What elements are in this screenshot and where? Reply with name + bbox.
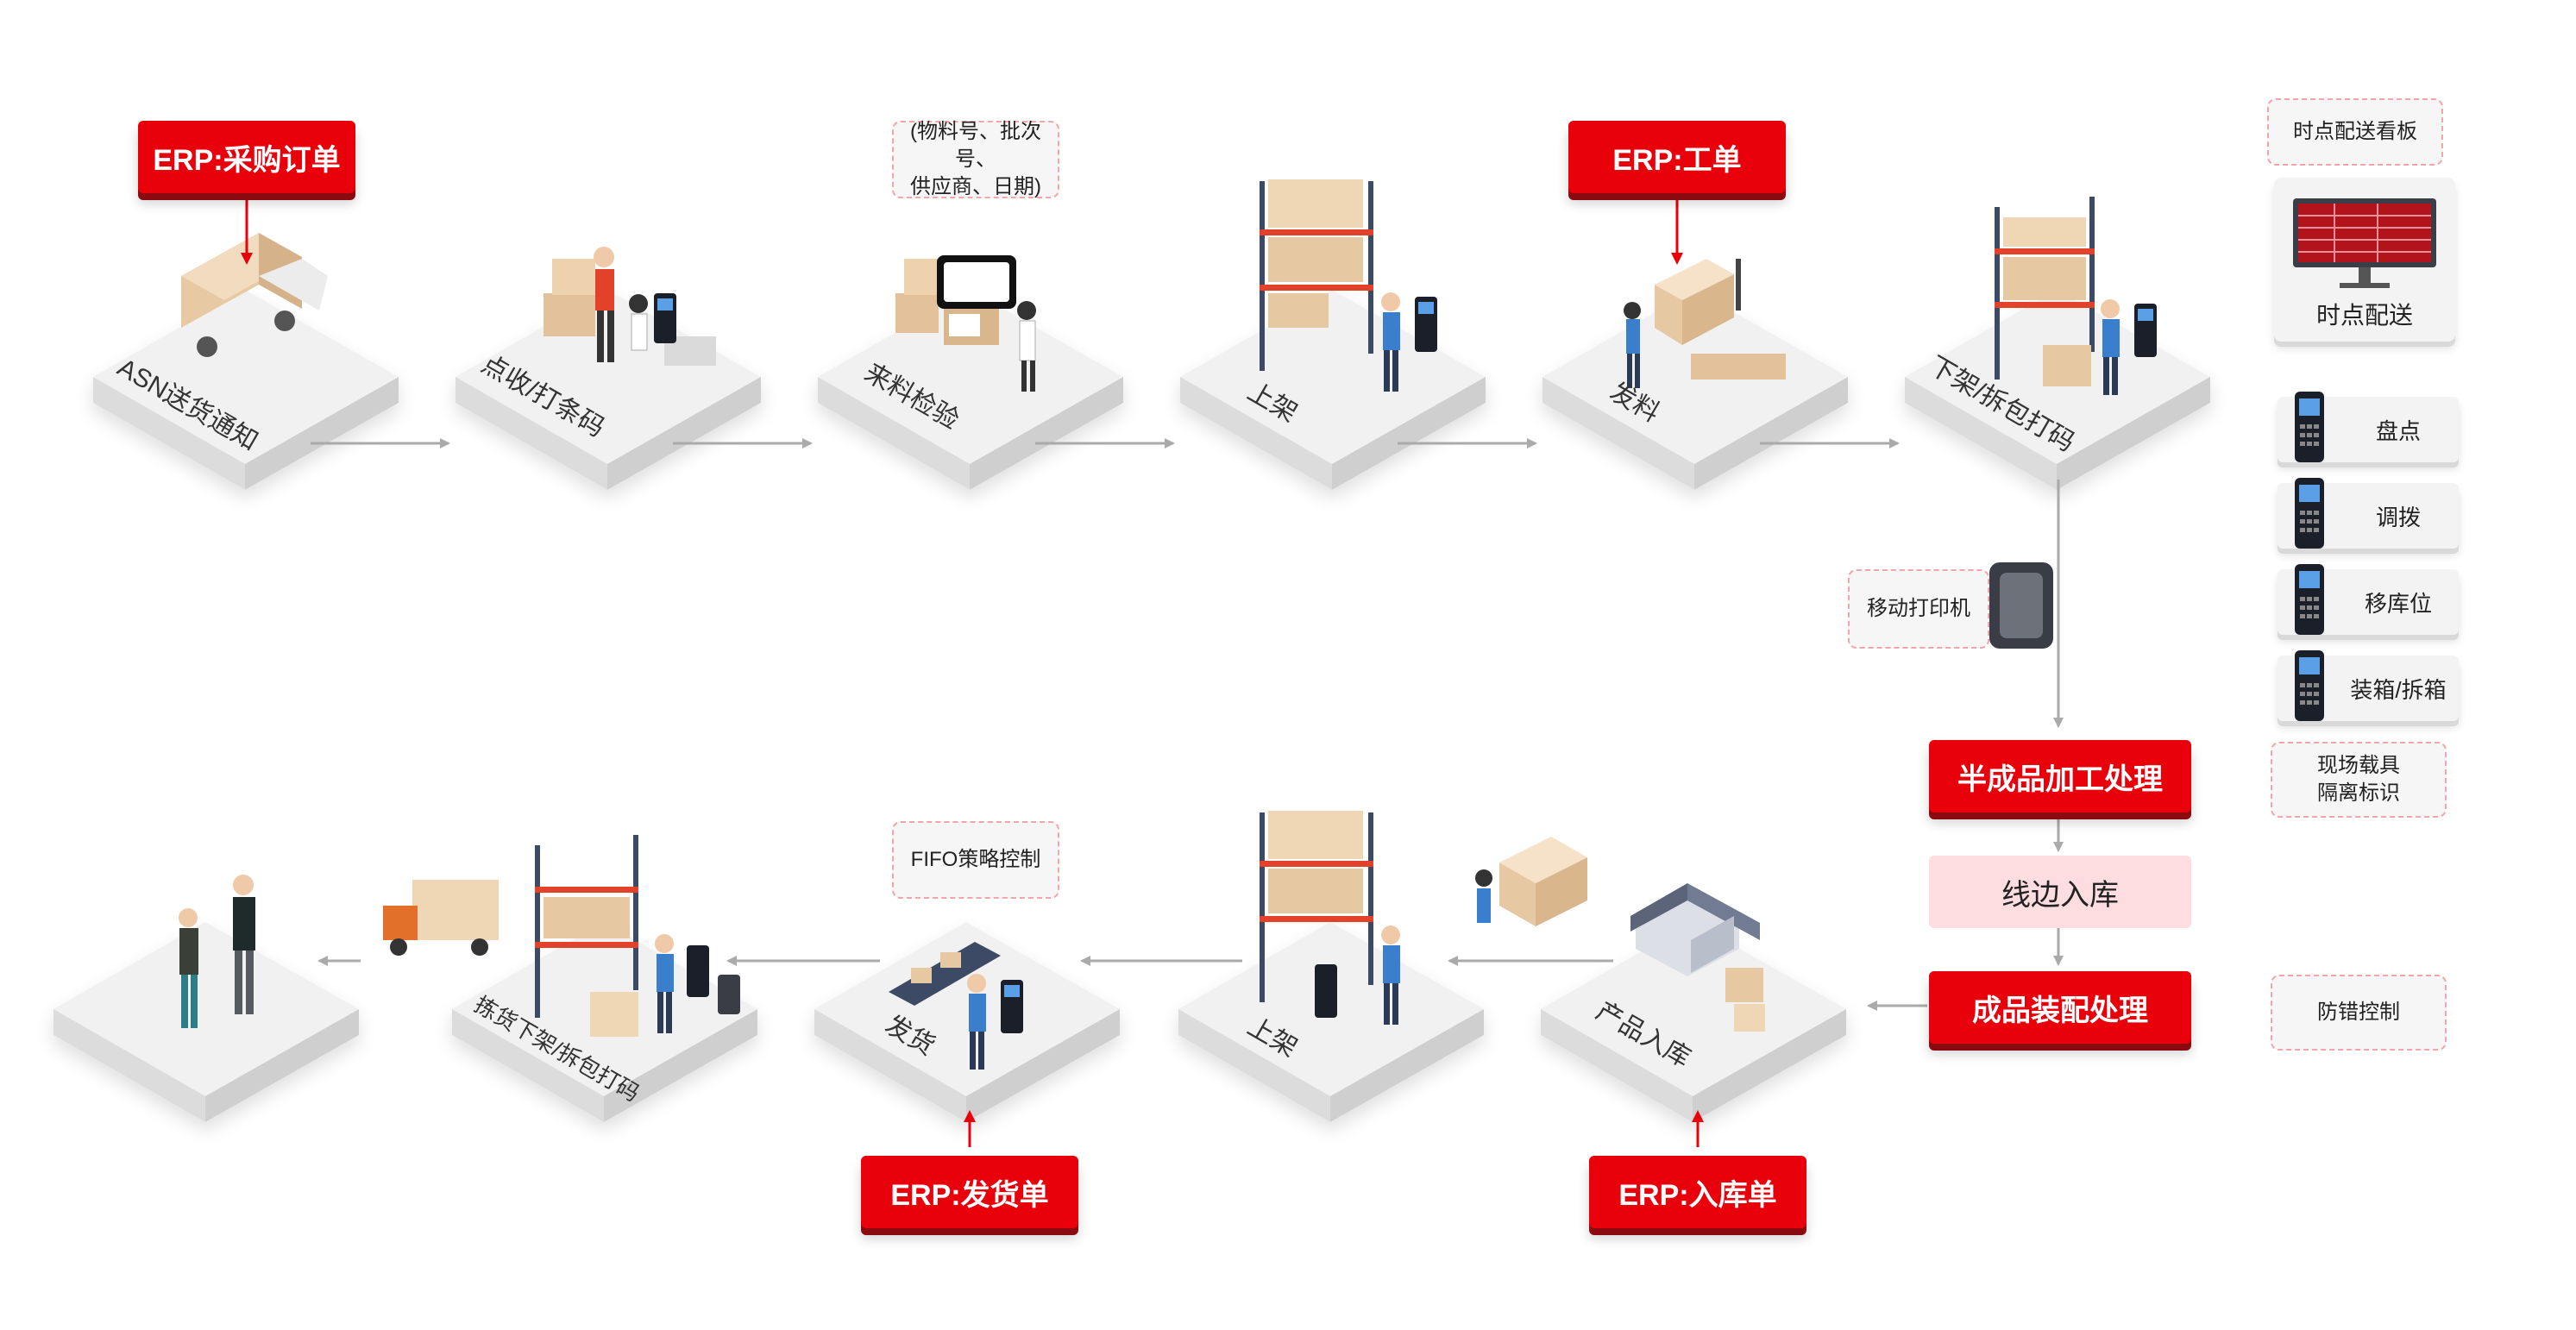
tool-label: 装箱/拆箱 — [2350, 676, 2447, 703]
note-carrier: 现场载具 隔离标识 — [2271, 742, 2447, 818]
erp-inbound-order: ERP:入库单 — [1589, 1156, 1806, 1228]
illustrations — [179, 179, 2157, 1070]
platform-handshake — [53, 922, 359, 1122]
tool-transfer: 调拨 — [2278, 478, 2459, 549]
handheld-scanner-icon — [2295, 478, 2324, 549]
platform-receive — [456, 290, 761, 490]
issue-illustration — [1624, 259, 1786, 388]
handheld-scanner-icon — [2295, 650, 2324, 721]
unpack-illustration — [1995, 197, 2157, 395]
platforms-top — [93, 290, 2210, 490]
handheld-scanner-icon — [2295, 392, 2324, 462]
note-error-proof: 防错控制 — [2271, 975, 2447, 1051]
inspect-illustration — [895, 255, 1036, 392]
erp-delivery-order: ERP:发货单 — [861, 1156, 1078, 1228]
erp-purchase-order: ERP:采购订单 — [138, 121, 355, 193]
shelf-illustration-top — [1260, 179, 1437, 392]
handheld-scanner-icon — [2295, 564, 2324, 635]
platform-shelve-top — [1180, 290, 1486, 490]
note-fifo: FIFO策略控制 — [892, 821, 1059, 899]
platform-asn — [93, 290, 399, 490]
tool-relocate: 移库位 — [2278, 564, 2459, 635]
platforms-bottom — [53, 922, 1846, 1122]
platform-inspect — [818, 290, 1123, 490]
note-mobile-printer: 移动打印机 — [1848, 569, 1989, 649]
kanban-board: 时点配送 — [2274, 178, 2455, 342]
truck-illustration — [181, 233, 328, 357]
erp-arrows — [241, 193, 1704, 1147]
process-semi-finished: 半成品加工处理 — [1929, 740, 2191, 812]
warehouse-illustration — [1630, 883, 1765, 1032]
shelf-illustration-bottom — [1260, 811, 1587, 1025]
monitor-icon — [2293, 198, 2436, 288]
platform-ship — [814, 922, 1120, 1122]
handshake-illustration — [179, 875, 499, 1028]
mobile-printer-illustration — [1989, 562, 2053, 649]
tool-pack-unpack: 装箱/拆箱 — [2278, 650, 2459, 721]
process-line-side: 线边入库 — [1929, 856, 2191, 928]
platform-shelve-bottom — [1178, 922, 1484, 1122]
process-assembly: 成品装配处理 — [1929, 971, 2191, 1044]
tool-inventory-count: 盘点 — [2278, 392, 2459, 462]
tool-label: 盘点 — [2375, 417, 2421, 444]
pick-illustration — [535, 835, 740, 1037]
platform-product-in — [1541, 922, 1846, 1122]
ship-illustration — [889, 942, 1023, 1070]
kanban-label: 时点配送 — [2315, 302, 2413, 329]
receive-illustration — [543, 247, 716, 366]
flow-arrows — [311, 438, 2064, 1011]
note-kanban: 时点配送看板 — [2267, 98, 2443, 166]
tool-label: 移库位 — [2364, 590, 2432, 617]
erp-work-order: ERP:工单 — [1568, 121, 1786, 193]
tool-label: 调拨 — [2375, 504, 2421, 530]
note-batch-info: (物料号、批次号、 供应商、日期) — [892, 120, 1059, 198]
